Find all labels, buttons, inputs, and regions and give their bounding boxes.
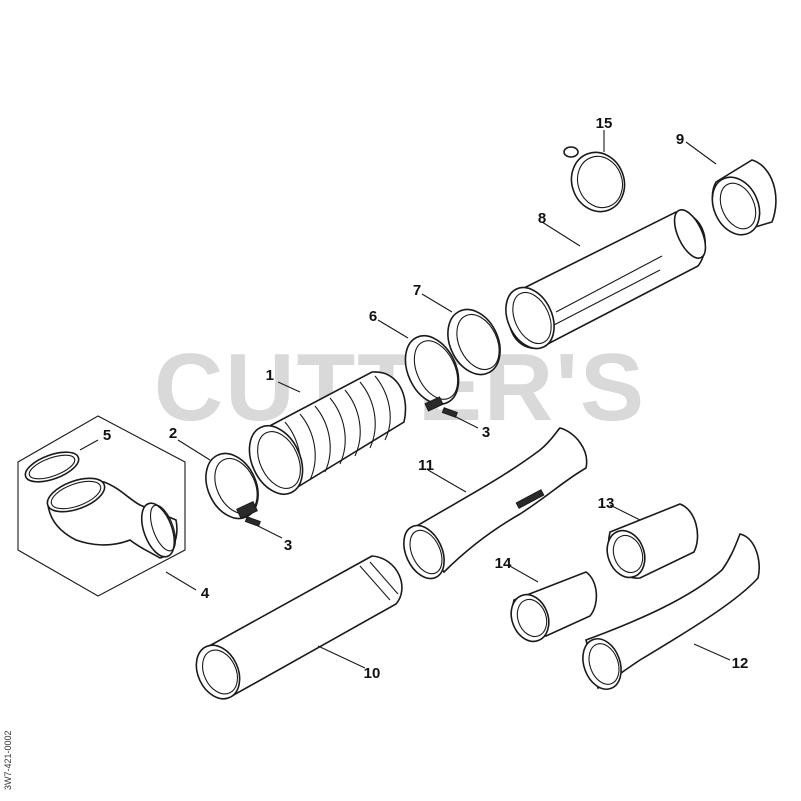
drawing-code: 3W7-421-0002 xyxy=(3,730,13,790)
callout-11: 11 xyxy=(418,457,434,474)
nozzle-part-14[interactable] xyxy=(505,571,598,647)
curved-pipe-part-11[interactable] xyxy=(396,427,588,585)
seal-ring-part-7[interactable] xyxy=(438,301,510,383)
leader-lines xyxy=(79,130,731,669)
callout-8: 8 xyxy=(538,210,546,227)
callout-3-lower: 3 xyxy=(284,537,292,554)
straight-tube-part-10[interactable] xyxy=(188,555,403,706)
callout-2: 2 xyxy=(169,425,177,442)
callout-14: 14 xyxy=(495,555,512,572)
callout-6: 6 xyxy=(369,308,377,325)
clamp-part-2[interactable] xyxy=(196,445,268,527)
nozzle-part-13[interactable] xyxy=(601,503,699,583)
callout-9: 9 xyxy=(676,131,684,148)
callout-12: 12 xyxy=(732,655,749,672)
strap-part-15[interactable] xyxy=(563,145,632,219)
bellows-hose-part-1[interactable] xyxy=(239,371,407,503)
screw-part-3-lower[interactable] xyxy=(244,516,261,527)
o-ring-part-5[interactable] xyxy=(22,446,83,488)
screw-part-3-upper[interactable] xyxy=(441,407,458,418)
callout-7: 7 xyxy=(413,282,421,299)
callout-1: 1 xyxy=(266,367,274,384)
callout-labels: 1 2 3 3 4 5 6 7 8 9 10 11 12 13 14 15 xyxy=(103,115,749,682)
end-cap-part-9[interactable] xyxy=(703,159,777,242)
callout-5: 5 xyxy=(103,427,111,444)
callout-13: 13 xyxy=(598,495,615,512)
callout-10: 10 xyxy=(364,665,381,682)
main-tube-part-8[interactable] xyxy=(497,205,712,356)
callout-4: 4 xyxy=(201,585,210,602)
inset-elbow-group xyxy=(17,415,186,597)
curved-nozzle-part-12[interactable] xyxy=(576,533,760,695)
callout-15: 15 xyxy=(596,115,613,132)
clamp-ring-part-6[interactable] xyxy=(395,327,469,413)
callout-3-upper: 3 xyxy=(482,424,490,441)
